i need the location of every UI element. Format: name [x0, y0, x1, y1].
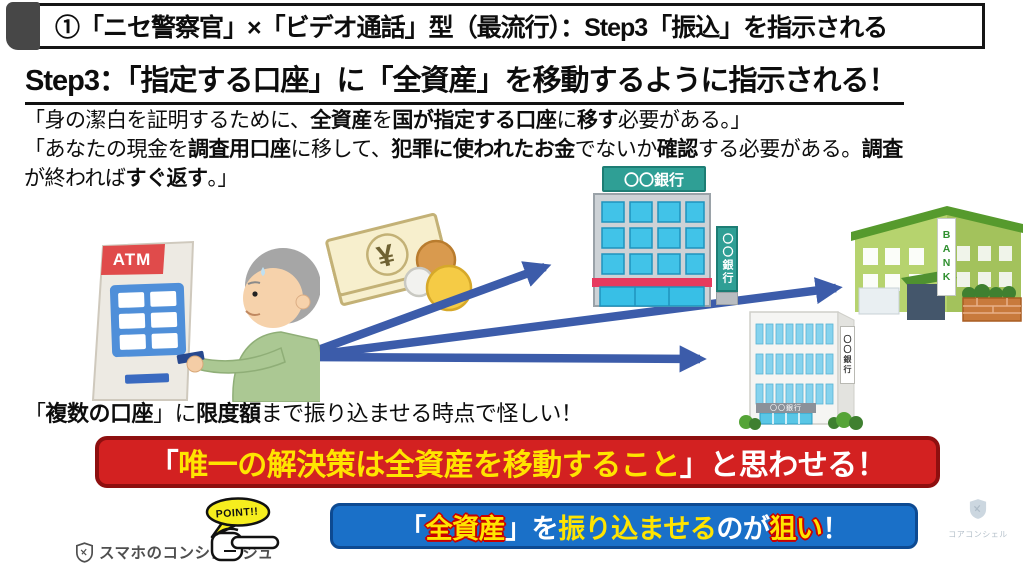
bank1-side-sign: 〇〇銀行 [716, 226, 738, 292]
quote-line-3: が終わればすぐ返す。」 [24, 167, 238, 190]
header-title: ①「ニセ警察官」×「ビデオ通話」型（最流行）：Step3「振込」を指示される [55, 14, 888, 42]
atm-illustration: ATM [85, 236, 320, 402]
brand-right: コアコンシェル [944, 498, 1012, 540]
bank1-illustration: 〇〇銀行 〇〇銀行 [574, 166, 746, 312]
bank3-side-sign: 〇〇銀行 [840, 326, 855, 384]
quote-line-1: 「身の潔白を証明するために、全資産を国が指定する口座に移す必要がある。」 [24, 109, 751, 132]
brand-right-label: コアコンシェル [948, 530, 1008, 539]
atm-sign: ATM [112, 249, 152, 269]
header-box: ①「ニセ警察官」×「ビデオ通話」型（最流行）：Step3「振込」を指示される [28, 3, 985, 49]
header-tab-marker [6, 2, 40, 50]
red-banner: 「唯一の解決策は全資産を移動すること」と思わせる！ [95, 436, 940, 488]
gold-coin-icon [425, 264, 473, 312]
arrow-to-bank3 [298, 345, 707, 373]
bank1-sign: 〇〇銀行 [602, 166, 706, 192]
bank3-illustration: 〇〇銀行 〇〇銀行 [734, 306, 866, 432]
page-title: Step3：「指定する口座」に「全資産」を移動するように指示される！ [25, 57, 905, 105]
shield-light-icon [969, 499, 987, 519]
quote-line-2: 「あなたの現金を調査用口座に移して、犯罪に使われたお金でないか確認する必要がある… [24, 138, 903, 161]
shield-icon [76, 541, 93, 563]
warning-line: 「複数の口座」に限度額まで振り込ませる時点で怪しい！ [24, 401, 583, 426]
bank3-entrance-sign: 〇〇銀行 [756, 403, 816, 413]
blue-banner: 「全資産」を振り込ませるのが狙い！ [330, 503, 918, 549]
bank1-side-sign-base [716, 292, 738, 305]
green-bank-sign: BANK [937, 218, 956, 296]
green-bank-illustration: BANK [851, 190, 1024, 323]
point-callout: POINT!! [200, 497, 312, 569]
green-bank-building-icon [851, 206, 1023, 322]
face [243, 268, 303, 328]
quote-block: 「身の潔白を証明するために、全資産を国が指定する口座に移す必要がある。」 「あな… [24, 106, 903, 193]
page-title-text: Step3：「指定する口座」に「全資産」を移動するように指示される！ [25, 65, 897, 97]
point-bubble-and-hand-icon [205, 497, 280, 562]
money-illustration: ¥ [320, 202, 485, 314]
